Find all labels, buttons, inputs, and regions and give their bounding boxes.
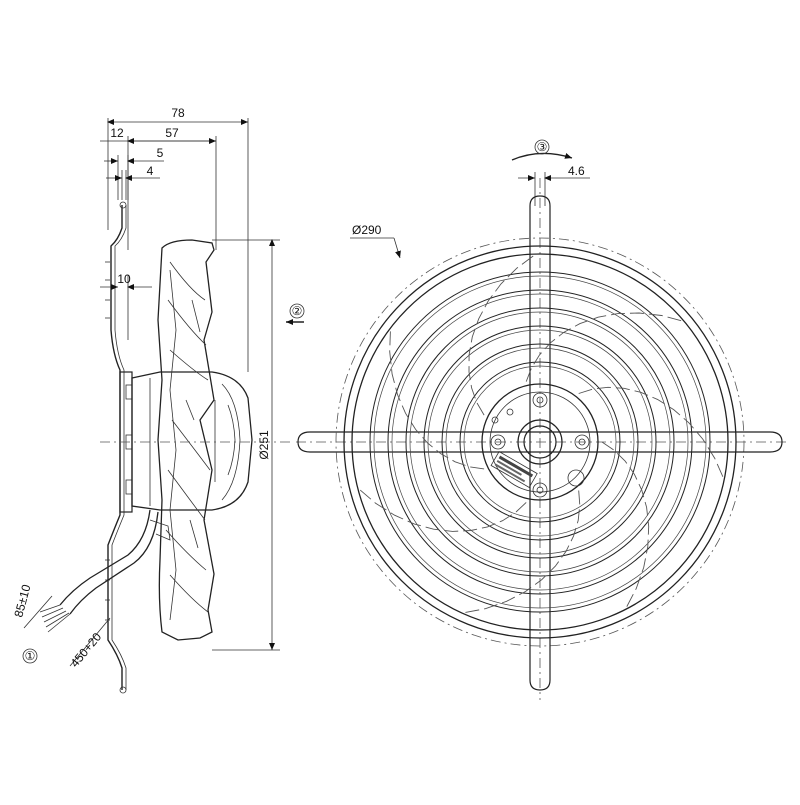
- guard-ring: [441, 343, 639, 541]
- dim-5-label: 5: [157, 146, 164, 160]
- motor-hub: [481, 383, 599, 501]
- dim-251: Ø251: [212, 239, 280, 651]
- blade-curve: [525, 312, 685, 382]
- rotation-indicator: ③: [511, 139, 573, 161]
- dim-290: Ø290: [350, 223, 401, 259]
- guard-ring: [387, 289, 693, 595]
- dim-10-label: 10: [117, 272, 131, 286]
- dim-57-label: 57: [165, 126, 179, 140]
- blade-curve: [357, 487, 527, 532]
- guard-ring-inner: [445, 347, 635, 537]
- dim-78: 78: [107, 106, 249, 372]
- guard-ring: [343, 245, 737, 639]
- guard-rings: [343, 245, 737, 639]
- dim-4-6-label: 4.6: [568, 164, 585, 178]
- cable-length-label: 450+20: [68, 630, 105, 670]
- guard-ring-inner: [373, 275, 707, 609]
- dim-10: 10: [100, 272, 152, 340]
- guard-ring: [459, 361, 621, 523]
- blade-curve: [468, 253, 537, 416]
- dim-4-label: 4: [147, 164, 154, 178]
- guard-ring: [405, 307, 675, 577]
- guard-ring: [423, 325, 657, 559]
- blade-curve: [389, 327, 485, 470]
- blade-curves: [357, 253, 725, 614]
- guard-ring-inner: [409, 311, 671, 573]
- guard-ring: [369, 271, 711, 613]
- dim-251-label: Ø251: [257, 430, 271, 460]
- guard-ring: [351, 253, 729, 631]
- dim-78-label: 78: [171, 106, 185, 120]
- guard-ring-inner: [427, 329, 653, 555]
- blade-curve: [601, 441, 650, 610]
- blade-curve: [578, 386, 725, 480]
- cable-strip-label: 85±10: [11, 583, 33, 619]
- side-view: 78 12 57 5 4 10: [11, 106, 305, 694]
- rating-label: [490, 451, 538, 488]
- guard-crossbar-horizontal: [297, 431, 783, 453]
- guard-ring-inner: [463, 365, 617, 519]
- guard-ring-inner: [391, 293, 689, 591]
- rotation-callout: ③: [537, 140, 548, 154]
- blade-curve: [462, 490, 581, 614]
- guard-crossbar-vertical: [529, 195, 551, 691]
- dim-12-label: 12: [110, 126, 124, 140]
- cable-dims: 85±10 450+20 ①: [11, 583, 111, 670]
- dim-4-6: 4.6: [518, 164, 590, 206]
- motor-body: [131, 371, 253, 511]
- cable: [59, 509, 151, 606]
- dim-5: 5: [104, 146, 164, 200]
- cable-callout: ①: [25, 649, 36, 663]
- blade-profile: [157, 239, 215, 641]
- front-view: Ø290 4.6 ③: [296, 139, 786, 700]
- dim-12-57: 12 57: [100, 126, 217, 250]
- dim-4: 4: [106, 164, 160, 200]
- dim-290-label: Ø290: [352, 223, 382, 237]
- airflow-callout: ②: [292, 304, 303, 318]
- airflow-indicator: ②: [286, 303, 305, 325]
